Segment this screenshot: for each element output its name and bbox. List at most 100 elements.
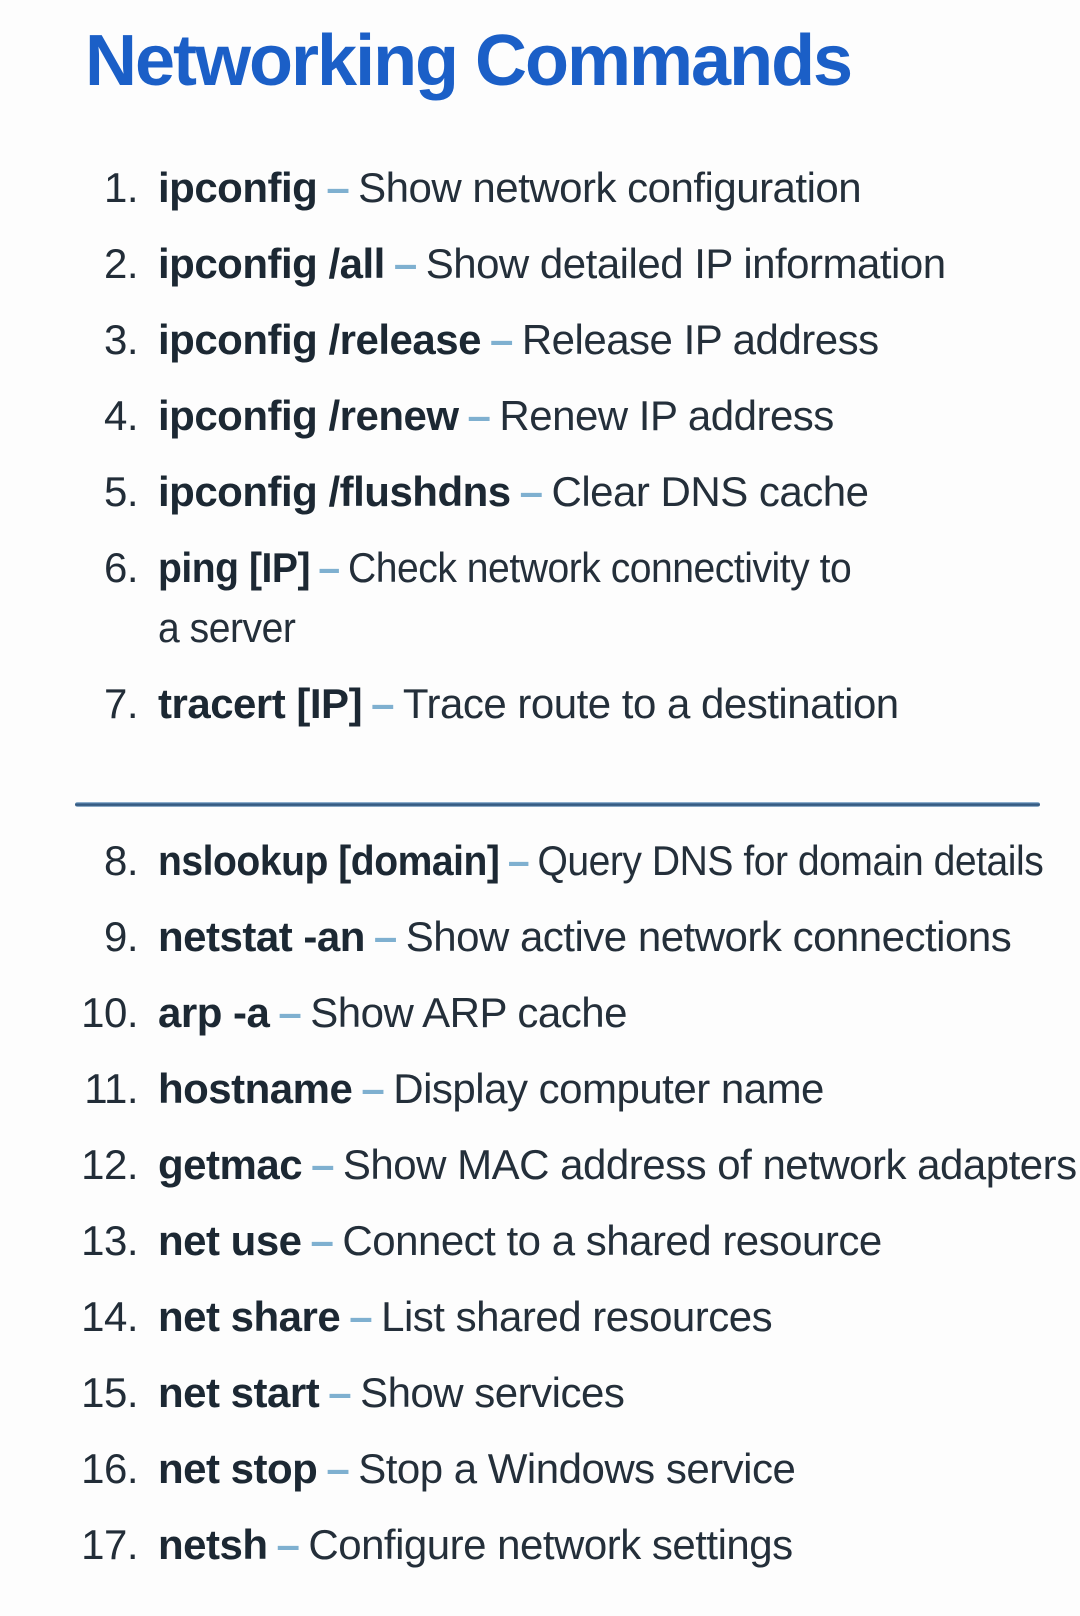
command-description: Release IP address: [521, 315, 879, 363]
list-item: 16. net stop–Stop a Windows service: [0, 1439, 1080, 1499]
list-item: 13.net use–Connect to a shared resource: [0, 1211, 1080, 1271]
item-content: arp -a–Show ARP cache: [158, 983, 1080, 1043]
dash-separator: –: [393, 239, 417, 287]
item-content: netsh–Configure network settings: [158, 1515, 1080, 1575]
command-description: Show MAC address of network adapters: [342, 1140, 1077, 1188]
command-name: net stop: [158, 1444, 318, 1492]
item-content: net use–Connect to a shared resource: [158, 1211, 1080, 1271]
item-number: 3.: [103, 315, 139, 363]
list-item: 15. net start–Show services: [0, 1363, 1080, 1423]
item-content: ping [IP]–Check network connectivity to …: [158, 538, 1015, 658]
command-name: tracert [IP]: [158, 679, 363, 727]
command-name: net share: [158, 1292, 341, 1340]
dash-separator: –: [278, 988, 302, 1036]
command-name: nslookup [domain]: [158, 836, 500, 884]
dash-separator: –: [326, 163, 350, 211]
command-description: List shared resources: [381, 1292, 773, 1340]
item-number: 10.: [81, 988, 138, 1036]
list-item: 5. ipconfig /flushdns–Clear DNS cache: [0, 462, 1080, 522]
command-description: Clear DNS cache: [551, 467, 869, 515]
dash-separator: –: [318, 543, 340, 591]
command-name: ipconfig /release: [158, 315, 481, 363]
command-description: Display computer name: [393, 1064, 824, 1112]
item-number: 5.: [103, 467, 139, 515]
list-item: 11. hostname–Display computer name: [0, 1059, 1080, 1119]
list-item: 14. net share–List shared resources: [0, 1287, 1080, 1347]
dash-separator: –: [519, 467, 543, 515]
item-content: getmac–Show MAC address of network adapt…: [158, 1135, 1080, 1195]
command-description: Connect to a shared resource: [342, 1216, 882, 1264]
list-item: 3. ipconfig /release–Release IP address: [0, 310, 1080, 370]
command-description: Stop a Windows service: [358, 1444, 796, 1492]
command-name: ipconfig /flushdns: [158, 467, 511, 515]
dash-separator: –: [311, 1140, 334, 1188]
item-number: 6.: [103, 543, 139, 591]
dash-separator: –: [349, 1292, 373, 1340]
dash-separator: –: [371, 679, 394, 727]
dash-separator: –: [276, 1520, 300, 1568]
item-content: net share–List shared resources: [158, 1287, 1080, 1347]
list-item: 2. ipconfig /all–Show detailed IP informa…: [0, 234, 1080, 294]
command-description: Show active network connections: [405, 912, 1012, 960]
item-number: 1.: [103, 163, 139, 211]
list-item: 1. ipconfig–Show network configuration: [0, 158, 1080, 218]
item-content: net start–Show services: [158, 1363, 1080, 1423]
item-number: 2.: [103, 239, 139, 287]
command-name: ipconfig /renew: [158, 391, 459, 439]
item-number: 16.: [81, 1444, 138, 1492]
command-description: Show network configuration: [358, 163, 862, 211]
dash-separator: –: [373, 912, 397, 960]
item-content: net stop–Stop a Windows service: [158, 1439, 1080, 1499]
list-item: 9. netstat -an–Show active network connec…: [0, 907, 1080, 967]
item-content: nslookup [domain]–Query DNS for domain d…: [158, 831, 1044, 891]
item-content: ipconfig–Show network configuration: [158, 158, 1080, 218]
dash-separator: –: [489, 315, 513, 363]
command-name: netstat -an: [158, 912, 365, 960]
command-name: ping [IP]: [158, 543, 311, 591]
item-content: tracert [IP]–Trace route to a destinatio…: [158, 674, 1080, 734]
command-name: net start: [158, 1368, 320, 1416]
command-description: Query DNS for domain details: [537, 836, 1044, 884]
command-name: netsh: [158, 1520, 268, 1568]
dash-separator: –: [328, 1368, 352, 1416]
page-title: Networking Commands: [85, 21, 853, 101]
dash-separator: –: [310, 1216, 334, 1264]
dash-separator: –: [507, 836, 530, 884]
list-item: 7. tracert [IP]–Trace route to a destinat…: [0, 674, 1080, 734]
command-name: net use: [158, 1216, 302, 1264]
item-number: 11.: [84, 1064, 138, 1112]
item-number: 4.: [103, 391, 139, 439]
section-divider: [75, 801, 1040, 807]
item-number: 14.: [81, 1292, 138, 1340]
list-item: 8.nslookup [domain]–Query DNS for domain…: [0, 831, 1080, 891]
list-item: 12. getmac–Show MAC address of network ad…: [0, 1135, 1080, 1195]
item-number: 17.: [81, 1520, 138, 1568]
item-number: 9.: [103, 912, 139, 960]
command-description: Show detailed IP information: [425, 239, 946, 287]
item-number: 12.: [81, 1140, 138, 1188]
list-item: 6. ping [IP]–Check network connectivity t…: [0, 538, 1080, 658]
command-description: Configure network settings: [308, 1520, 793, 1568]
item-number: 15.: [81, 1368, 138, 1416]
item-number: 7.: [103, 679, 139, 727]
item-content: hostname–Display computer name: [158, 1059, 1080, 1119]
item-content: netstat -an–Show active network connecti…: [158, 907, 1080, 967]
command-description: Check network connectivity to a server: [158, 543, 852, 651]
command-name: getmac: [158, 1140, 303, 1188]
command-name: ipconfig /all: [158, 239, 385, 287]
item-content: ipconfig /all–Show detailed IP informati…: [158, 234, 1080, 294]
list-item: 10. arp -a–Show ARP cache: [0, 983, 1080, 1043]
dash-separator: –: [361, 1064, 385, 1112]
command-description: Renew IP address: [499, 391, 834, 439]
command-name: hostname: [158, 1064, 353, 1112]
item-content: ipconfig /release–Release IP address: [158, 310, 1080, 370]
dash-separator: –: [467, 391, 491, 439]
command-description: Show ARP cache: [310, 988, 627, 1036]
list-item: 17. netsh–Configure network settings: [0, 1515, 1080, 1575]
command-name: ipconfig: [158, 163, 318, 211]
command-name: arp -a: [158, 988, 270, 1036]
command-description: Show services: [360, 1368, 625, 1416]
list-item: 4. ipconfig /renew–Renew IP address: [0, 386, 1080, 446]
item-content: ipconfig /renew–Renew IP address: [158, 386, 1080, 446]
